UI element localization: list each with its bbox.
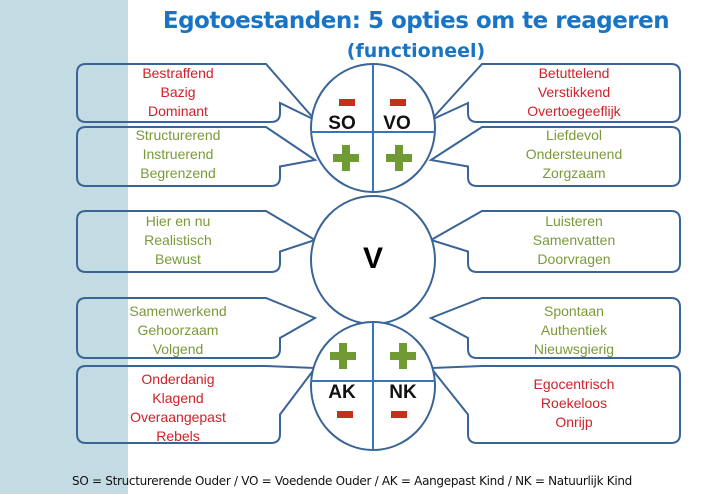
plus-icon [339,343,347,369]
bubble-right-0 [430,63,681,123]
label-ak: AK [328,382,356,403]
right-bubble-text: Luisteren Samenvatten Doorvragen [532,213,616,267]
label-vo: VO [383,113,411,134]
page-title: Egotoestanden: 5 opties om te reageren [162,8,670,34]
minus-icon [339,99,355,106]
bubble-right-4 [428,365,681,444]
bubble-right-2 [428,210,681,273]
sidebar-panel [0,0,128,494]
left-bubble-text: Structurerend Instruerend Begrenzend [135,127,221,181]
right-bubble-text: Spontaan Authentiek Nieuwsgierig [533,303,615,357]
right-bubble-text: Betuttelend Verstikkend Overtoegeeflijk [527,65,621,119]
left-bubble-text: Samenwerkend Gehoorzaam Volgend [129,303,227,357]
plus-icon [399,343,407,369]
label-so: SO [328,113,356,134]
legend: SO = Structurerende Ouder / VO = Voedend… [72,474,632,488]
minus-icon [390,99,406,106]
right-bubble-text: Liefdevol Ondersteunend Zorgzaam [525,127,623,181]
minus-icon [337,411,353,418]
label-v: V [362,242,383,275]
left-bubble-text: Bestraffend Bazig Dominant [142,65,214,119]
bubble-left-3 [76,297,318,359]
bubble-left-4 [76,365,317,444]
bubble-left-2 [76,210,318,273]
bubble-left-1 [76,126,318,187]
bubble-right-3 [428,297,681,359]
page-subtitle: (functioneel) [346,40,486,62]
plus-icon [342,145,350,171]
minus-icon [391,411,407,418]
label-nk: NK [389,382,417,403]
plus-icon [395,145,403,171]
bubble-right-1 [428,126,681,187]
left-bubble-text: Hier en nu Realistisch Bewust [144,213,212,267]
left-bubble-text: Onderdanig Klagend Overaangepast Rebels [130,371,226,444]
right-bubble-text: Egocentrisch Roekeloos Onrijp [533,376,615,430]
bubble-left-0 [76,63,316,123]
